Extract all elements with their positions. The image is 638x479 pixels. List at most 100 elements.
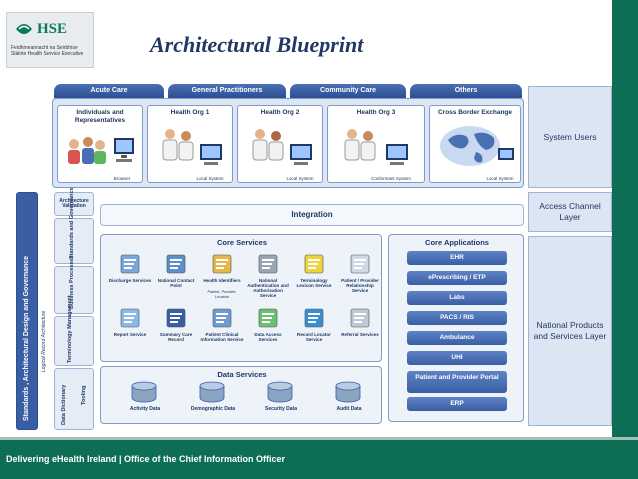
- core-service-item: Summary Care Record: [154, 306, 198, 358]
- terminology-management-label: Terminology Management: [67, 295, 73, 363]
- business-processes-box: Business Processes: [54, 255, 94, 314]
- database-icon: [267, 381, 293, 403]
- doc-icon: [120, 254, 140, 274]
- people-computer-icon: [68, 137, 134, 164]
- core-service-label: Terminology Lexicon Service: [296, 278, 332, 288]
- core-service-item: Patient Clinical Information Service: [200, 306, 244, 358]
- core-application-labs: Labs: [407, 291, 507, 305]
- user-card-cross-border: Cross Border Exchange Local System: [429, 105, 521, 183]
- core-application-ehr: EHR: [407, 251, 507, 265]
- core-service-label: Patient Clinical Information Service: [200, 332, 244, 342]
- user-card-caption: Local System: [486, 176, 514, 181]
- doctors-computer-icon: [162, 129, 222, 165]
- lock-icon: [258, 254, 278, 274]
- architecture-validation-box: Architecture Validation: [54, 192, 94, 216]
- core-services-panel: Core Services: [100, 234, 382, 362]
- report-icon: [120, 308, 140, 328]
- data-services-title: Data Services: [217, 370, 267, 379]
- data-service-label: Audit Data: [336, 406, 362, 412]
- user-card-caption: Local System: [196, 176, 224, 181]
- logical-record-label: Logical Record Architecture: [41, 310, 47, 372]
- data-service-label: Security Data: [265, 406, 297, 412]
- tab-others: Others: [410, 84, 522, 98]
- core-application-ambulance: Ambulance: [407, 331, 507, 345]
- search-icon: [304, 308, 324, 328]
- system-users-panel: Individuals and Representatives Browser …: [52, 98, 524, 188]
- footer-divider: [0, 437, 638, 440]
- core-service-item: Data Access Services: [246, 306, 290, 358]
- terminology-management-box: Terminology Management: [54, 295, 94, 366]
- core-service-label: Report Service: [113, 332, 147, 337]
- tab-general-practitioners: General Practitioners: [168, 84, 286, 98]
- data-service-label: Activity Data: [129, 406, 161, 412]
- core-service-label: Data Access Services: [254, 332, 282, 342]
- access-channel-layer-label: Access Channel Layer: [528, 192, 612, 232]
- sheets-icon: [350, 308, 370, 328]
- integration-bar: Integration: [100, 204, 524, 226]
- user-card-title: Individuals and Representatives: [74, 109, 126, 124]
- core-services-title: Core Services: [216, 238, 268, 247]
- national-products-layer-label: National Products and Services Layer: [528, 236, 612, 426]
- data-dictionary-tooling-label: Tooling: [81, 385, 87, 405]
- footer-bar: [0, 440, 638, 479]
- logical-record-bar: Logical Record Architecture: [40, 192, 52, 430]
- logo-subtitle: Feidhmeannacht na Seirbhíse Sláinte Heal…: [11, 45, 84, 57]
- doctors-computer-icon: [344, 129, 408, 165]
- user-card-caption: Local System: [286, 176, 314, 181]
- user-card-title: Cross Border Exchange: [437, 109, 513, 116]
- user-card-title: Health Org 1: [170, 109, 210, 116]
- core-service-item: Referral Services: [338, 306, 382, 358]
- core-application-eprescribing-etp: ePrescribing / ETP: [407, 271, 507, 285]
- system-users-label: System Users: [528, 86, 612, 188]
- database-icon: [199, 381, 225, 403]
- user-card-title: Health Org 3: [356, 109, 396, 116]
- core-service-label: Patient / Provider Relationship Service: [341, 278, 379, 293]
- database-icon: [335, 381, 361, 403]
- header: [0, 0, 638, 80]
- core-service-item: National Authentication and Authorisatio…: [246, 252, 290, 304]
- architecture-validation-label: Architecture Validation: [59, 198, 89, 209]
- standards-governance-box: Standards and Governance: [54, 187, 94, 264]
- id-icon: [212, 254, 232, 274]
- doctors-computer-icon: [252, 129, 312, 165]
- database-icon: [131, 381, 157, 403]
- core-service-label: National Authentication and Authorisatio…: [247, 278, 289, 298]
- core-service-item: National Contact Point: [154, 252, 198, 304]
- core-application-uhi: UHI: [407, 351, 507, 365]
- health-identifiers-sub-label: Patient, Provider, Location: [207, 290, 237, 299]
- footer-text: Delivering eHealth Ireland | Office of t…: [6, 454, 286, 464]
- governance-bar: Standards , Architectural Design and Gov…: [16, 192, 38, 430]
- hse-logo-icon: [16, 24, 32, 34]
- core-service-item: Discharge Services: [108, 252, 152, 304]
- data-dictionary-label: Data Dictionary: [61, 384, 67, 425]
- chart-icon: [350, 254, 370, 274]
- right-accent-bar: [612, 0, 638, 440]
- user-card-caption: Browser: [113, 176, 131, 181]
- core-applications-panel: Core Applications EHR ePrescribing / ETP L…: [388, 234, 524, 422]
- docs-icon: [166, 308, 186, 328]
- page-title: Architectural Blueprint: [150, 32, 364, 57]
- tab-acute-care: Acute Care: [54, 84, 164, 98]
- core-application-erp: ERP: [407, 397, 507, 411]
- core-applications-title: Core Applications: [425, 238, 489, 247]
- core-service-item: Patient / Provider Relationship Service: [338, 252, 382, 304]
- core-service-label: National Contact Point: [157, 278, 195, 288]
- hse-logo: HSE Feidhmeannacht na Seirbhíse Sláinte …: [6, 12, 94, 68]
- data-service-label: Demographic Data: [190, 406, 236, 412]
- user-card-health-org-1: Health Org 1 Local System: [147, 105, 233, 183]
- bubbles-icon: [258, 308, 278, 328]
- data-services-panel: Data Services Activity Data Demographic D…: [100, 366, 382, 424]
- user-card-health-org-3: Health Org 3 Conformant System: [327, 105, 425, 183]
- core-service-item: Record Locator Service: [292, 306, 336, 358]
- core-application-pacs-ris: PACS / RIS: [407, 311, 507, 325]
- core-service-label: Referral Services: [341, 332, 379, 337]
- logo-mark-text: HSE: [37, 21, 68, 37]
- core-application-patient-and-provider-portal: Patient and Provider Portal: [407, 371, 507, 393]
- standards-governance-label: Standards and Governance: [69, 187, 75, 259]
- folder-icon: [212, 308, 232, 328]
- people-icon: [166, 254, 186, 274]
- world-map-icon: [440, 126, 514, 166]
- governance-label: Standards , Architectural Design and Gov…: [23, 255, 30, 421]
